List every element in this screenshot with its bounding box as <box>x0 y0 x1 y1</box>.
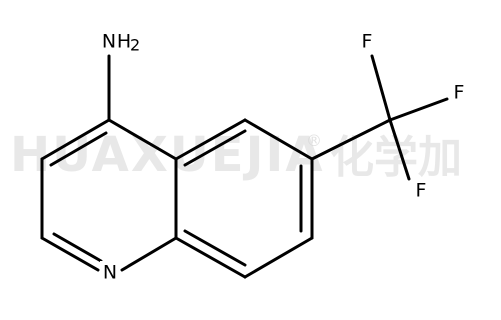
amine-hydrogen-label: H <box>117 31 131 53</box>
bond-c2-n1-double <box>52 232 103 263</box>
bond-c8-c8a-double <box>183 229 247 267</box>
ring-nitrogen-label: N <box>103 262 117 284</box>
atom-labels: N H 2 N F F F <box>97 30 468 284</box>
bond-c5-c6 <box>243 118 314 161</box>
amine-subscript-label: 2 <box>130 36 140 55</box>
bonds <box>40 54 449 279</box>
bond-c4a-c5 <box>174 118 247 161</box>
watermark-registered: ® <box>306 131 322 150</box>
bond-n1-c8a <box>120 236 178 272</box>
fluorine-right-label: F <box>454 82 465 104</box>
bond-cf3-f-top <box>370 54 392 122</box>
bond-c6-cf3 <box>310 118 392 161</box>
amine-nitrogen-label: N <box>102 31 116 53</box>
bond-c4-c4a <box>107 118 178 161</box>
fluorine-bottom-label: F <box>416 180 427 202</box>
bond-c4a-c5-double <box>183 129 247 167</box>
bond-c8-c8a <box>174 236 247 279</box>
bond-c4-c3-double <box>49 131 108 167</box>
bond-cf3-f-bottom <box>388 118 411 181</box>
bond-c7-c8 <box>243 236 314 279</box>
bond-c4-c3 <box>40 118 111 161</box>
bond-c2-n1 <box>40 236 100 272</box>
fluorine-top-label: F <box>362 31 373 53</box>
bond-cf3-f-right <box>388 97 449 122</box>
